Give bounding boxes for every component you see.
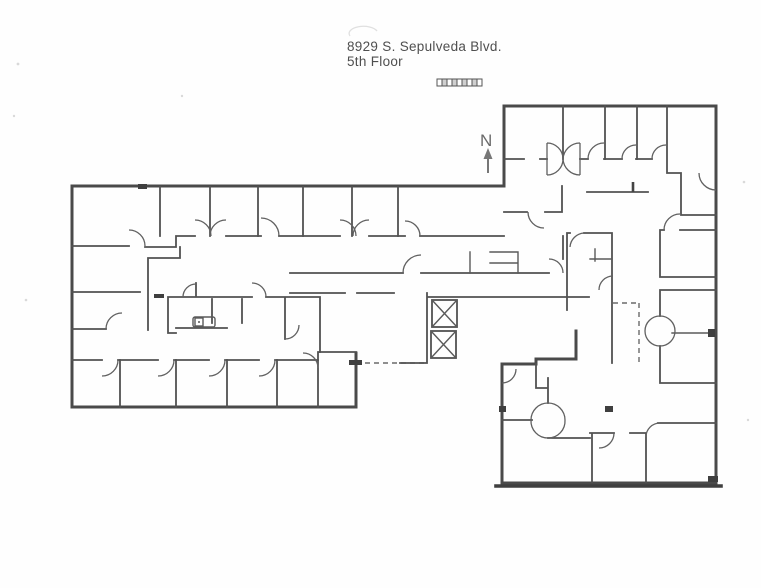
elevator-core <box>356 251 590 364</box>
elevator-1 <box>431 299 458 328</box>
north-arrow: N <box>480 131 493 173</box>
scale-bar <box>436 78 483 87</box>
break-room-sink <box>192 316 216 328</box>
interior-walls-right-upper <box>503 105 717 384</box>
north-arrowhead <box>483 148 493 159</box>
wall-marks <box>138 184 718 482</box>
interior-walls-left-wing <box>71 186 564 408</box>
title-block: 8929 S. Sepulveda Blvd. 5th Floor <box>347 39 502 69</box>
door-swings <box>101 142 717 449</box>
title-address: 8929 S. Sepulveda Blvd. <box>347 39 502 54</box>
interior-walls-right-lower <box>501 363 717 483</box>
north-label: N <box>480 131 492 150</box>
exterior-walls <box>70 104 723 488</box>
title-floor: 5th Floor <box>347 54 403 69</box>
scan-noise <box>12 25 750 422</box>
elevator-2 <box>430 330 457 359</box>
